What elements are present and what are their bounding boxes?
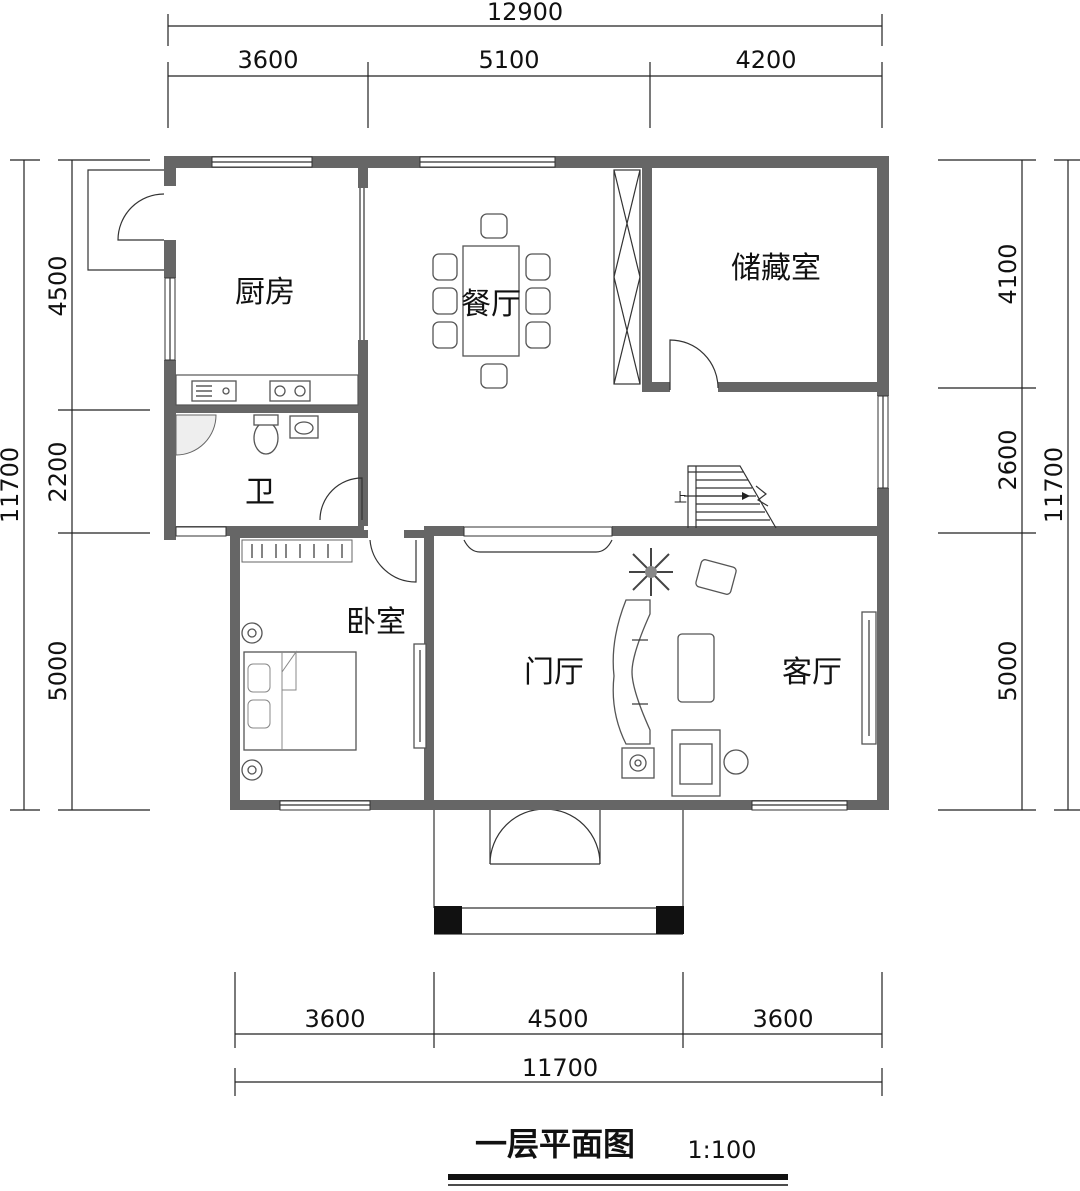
room-label-kitchen: 厨房 <box>235 275 295 310</box>
dim-left-seg: 4500 <box>44 255 72 316</box>
title-underline <box>448 1174 788 1180</box>
room-label-storage: 储藏室 <box>731 251 821 286</box>
plan-title: 一层平面图 <box>475 1125 635 1163</box>
dim-right-seg: 4100 <box>994 243 1022 304</box>
dim-top-seg: 3600 <box>237 46 298 74</box>
staircase: 上 <box>674 465 777 529</box>
stair-label: 上 <box>674 491 687 506</box>
dim-left-total: 11700 <box>0 447 24 523</box>
bathroom-fixtures <box>175 414 319 456</box>
plan-scale: 1:100 <box>687 1136 756 1164</box>
dim-bottom-seg: 4500 <box>527 1005 588 1033</box>
toilet-icon <box>253 421 279 455</box>
shower-icon <box>175 414 217 456</box>
doors <box>319 169 719 583</box>
dining-chair <box>432 253 458 281</box>
dim-bottom-seg: 3600 <box>304 1005 365 1033</box>
round-stool <box>723 749 749 775</box>
dim-bottom-total: 11700 <box>522 1054 598 1082</box>
plant-icon <box>629 548 673 596</box>
porch-column <box>434 906 462 934</box>
front-porch <box>433 802 684 935</box>
room-label-bath: 卫 <box>245 475 275 510</box>
dining-chair <box>432 321 458 349</box>
room-label-living: 客厅 <box>782 655 842 690</box>
dim-left-seg: 5000 <box>44 640 72 701</box>
dim-top-total: 12900 <box>487 0 563 26</box>
room-label-dining: 餐厅 <box>461 287 521 322</box>
dining-chair <box>480 363 508 389</box>
porch-column <box>656 906 684 934</box>
living-furniture <box>612 548 877 797</box>
room-label-bedroom: 卧室 <box>346 605 406 640</box>
wardrobe <box>241 539 353 563</box>
room-label-foyer: 门厅 <box>524 655 584 690</box>
dim-right-total: 11700 <box>1040 447 1068 523</box>
dining-chair <box>480 213 508 239</box>
coffee-table <box>677 633 715 703</box>
dim-top-seg: 4200 <box>735 46 796 74</box>
dimension-lines <box>10 14 1080 1096</box>
back-porch <box>87 169 165 271</box>
dim-left-seg: 2200 <box>44 441 72 502</box>
kitchen-counter <box>175 374 359 406</box>
bedroom-furniture <box>241 539 427 781</box>
dim-right-seg: 5000 <box>994 640 1022 701</box>
dim-bottom-seg: 3600 <box>752 1005 813 1033</box>
dining-chair <box>525 287 551 315</box>
sofa <box>612 599 651 745</box>
dim-top-seg: 5100 <box>478 46 539 74</box>
dining-chair <box>525 253 551 281</box>
dining-chair <box>525 321 551 349</box>
windows <box>164 156 889 811</box>
dining-chair <box>432 287 458 315</box>
dining-table <box>432 213 551 389</box>
dim-right-seg: 2600 <box>994 429 1022 490</box>
lounge-chair <box>695 559 737 595</box>
